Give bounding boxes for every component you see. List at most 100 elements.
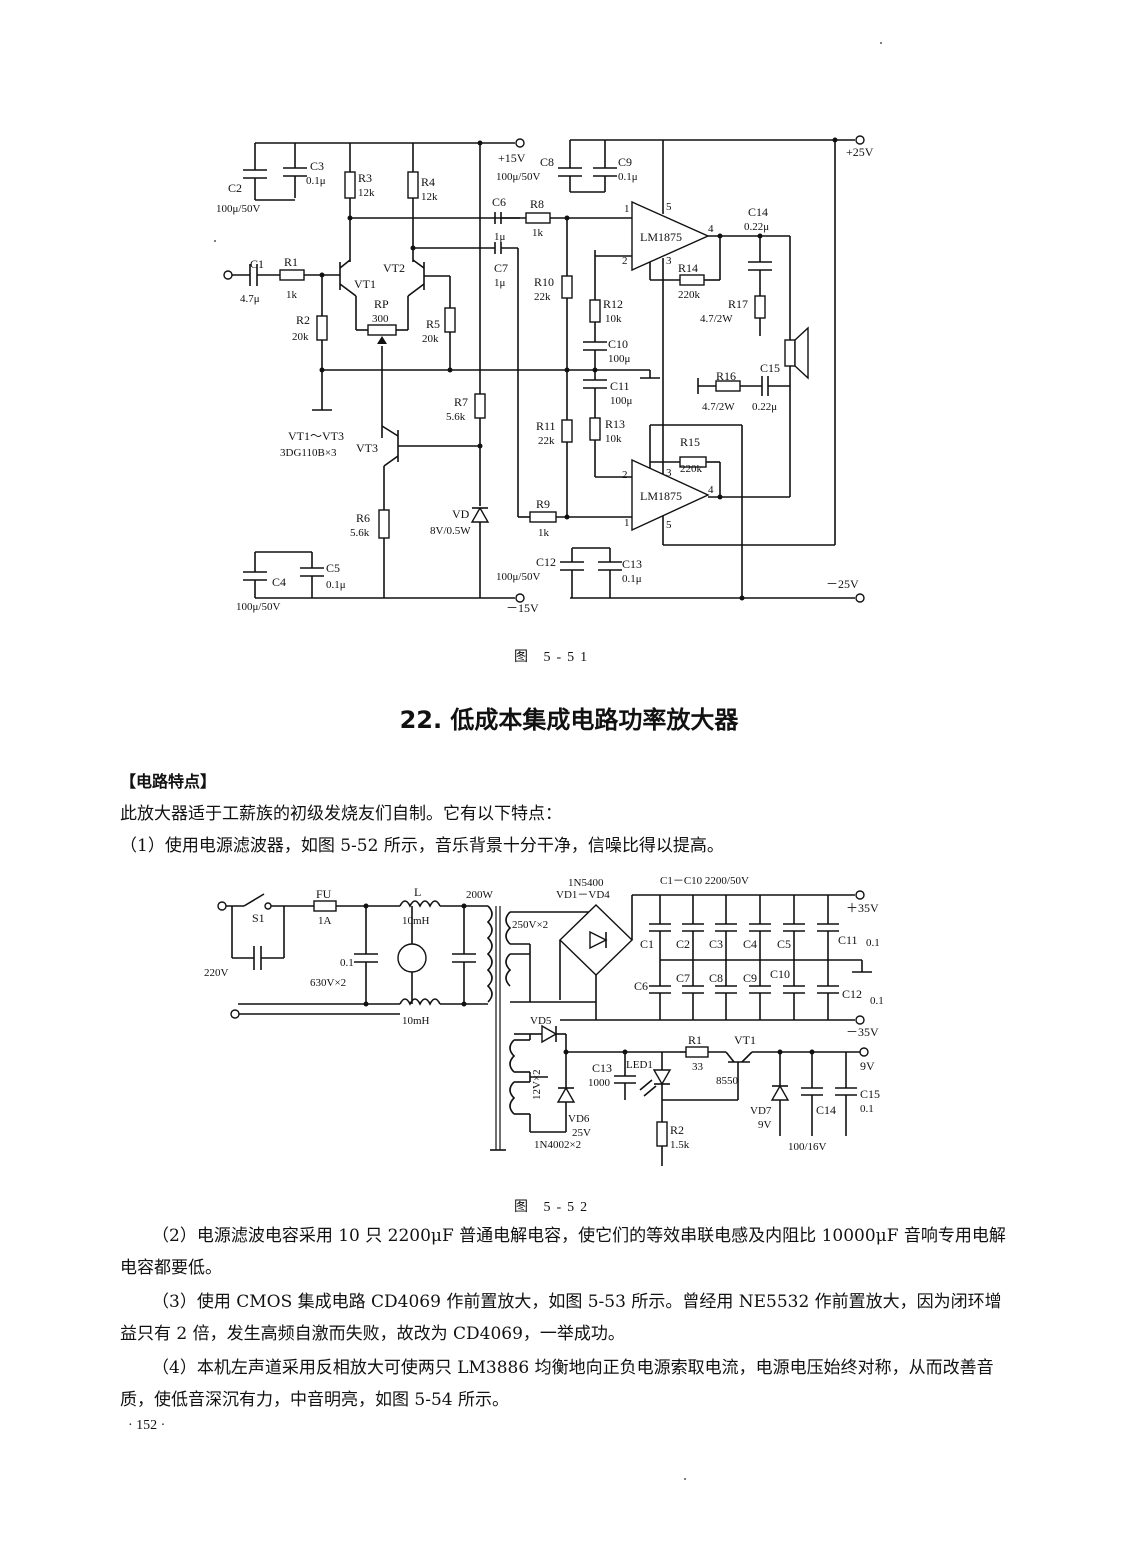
vd-label: VD	[452, 507, 470, 521]
plus-35v-label: ＋35V	[846, 901, 879, 915]
scan-speck	[684, 1478, 686, 1480]
pin-3-upper: 3	[666, 255, 672, 267]
cb-c12: C12	[842, 987, 862, 1001]
cb-c8: C8	[709, 971, 723, 985]
c14-value: 100/16V	[788, 1141, 827, 1153]
cb-c11-value: 0.1	[866, 937, 880, 949]
c15-label: C15	[860, 1087, 880, 1101]
r5-label: R5	[426, 317, 440, 331]
intro-paragraph: 此放大器适于工薪族的初级发烧友们自制。它有以下特点：	[120, 804, 562, 824]
coupling	[494, 212, 632, 523]
r1-value: 33	[692, 1061, 704, 1073]
r15-value: 220k	[680, 463, 703, 475]
r2-value: 1.5k	[670, 1139, 690, 1151]
r8-value: 1k	[532, 227, 544, 239]
c10-label: C10	[608, 337, 628, 351]
fu-label: FU	[316, 887, 332, 901]
figure-5-51-schematic: C1 4.7μ R1 1k C2 100μ/50V C3 0.1μ R3 12k…	[216, 135, 874, 615]
pin-5-upper: 5	[666, 201, 672, 213]
r7-label: R7	[454, 395, 468, 409]
mains-filter	[217, 893, 488, 1019]
c4-label: C4	[272, 575, 286, 589]
r8-label: R8	[530, 197, 544, 211]
vt2-label: VT2	[383, 261, 405, 275]
vd7-label: VD7	[750, 1105, 772, 1117]
r13-label: R13	[605, 417, 625, 431]
scan-speck	[214, 240, 216, 242]
cb-c3: C3	[709, 937, 723, 951]
lm1875-lower-label: LM1875	[640, 489, 682, 503]
r4-value: 12k	[421, 191, 438, 203]
cb-c12-value: 0.1	[870, 995, 884, 1007]
c15-label: C15	[760, 361, 780, 375]
v220-label: 220V	[204, 967, 229, 979]
c11-label: C11	[610, 379, 630, 393]
bridge-part-label: 1N5400	[568, 877, 604, 889]
c6-label: C6	[492, 195, 506, 209]
capacitor-bank	[649, 895, 872, 1020]
vd7-value: 9V	[758, 1119, 772, 1131]
feedback-network	[583, 250, 632, 478]
minus-15v-label: －15V	[506, 601, 539, 615]
r1-label: R1	[284, 255, 298, 269]
rp-label: RP	[374, 297, 389, 311]
low-voltage-supply	[514, 1024, 869, 1166]
zobel-network	[697, 376, 790, 396]
c8-label: C8	[540, 155, 554, 169]
v9-label: 9V	[860, 1059, 875, 1073]
s1-label: S1	[252, 911, 265, 925]
c13-value: 0.1μ	[622, 573, 642, 585]
cb-c7: C7	[676, 971, 690, 985]
bridge-rectifier	[558, 890, 865, 1025]
vt-note-1: VT1～VT3	[288, 429, 344, 443]
figure-5-51-caption: 图 5-51	[514, 650, 594, 665]
cb-c4: C4	[743, 937, 757, 951]
plus-15v-label: +15V	[498, 151, 526, 165]
w200-label: 200W	[466, 889, 494, 901]
r2-value: 20k	[292, 331, 309, 343]
c6-value: 1μ	[494, 231, 506, 243]
vd5-label: VD5	[530, 1015, 552, 1027]
pin-2-upper: 2	[622, 255, 628, 267]
r5-value: 20k	[422, 333, 439, 345]
input-stage	[223, 264, 340, 411]
c4-c5	[243, 551, 324, 598]
lm1875-lower	[631, 424, 835, 546]
v12-label: 12V×2	[531, 1069, 543, 1100]
r3-value: 12k	[358, 187, 375, 199]
c3-label: C3	[310, 159, 324, 173]
point-4-paragraph: （4）本机左声道采用反相放大可使两只 LM3886 均衡地向正负电源索取电流，电…	[120, 1358, 994, 1410]
c2-label: C2	[228, 181, 242, 195]
vd6-value: 25V	[572, 1127, 591, 1139]
cb-c1: C1	[640, 937, 654, 951]
diff-pair	[339, 259, 456, 438]
r9-value: 1k	[538, 527, 550, 539]
c01-label: 0.1	[340, 957, 354, 969]
c12-label: C12	[536, 555, 556, 569]
plus-25v-label: +25V	[846, 145, 874, 159]
point-1-paragraph: （1）使用电源滤波器，如图 5-52 所示，音乐背景十分干净，信噪比得以提高。	[120, 836, 724, 856]
l2-value: 10mH	[402, 1015, 430, 1027]
r2-label: R2	[670, 1123, 684, 1137]
figure-5-52-schematic: S1 220V FU 1A L 10mH 10mH 0.1 630V×2 200…	[204, 875, 884, 1166]
c12-value: 100μ/50V	[496, 571, 540, 583]
cb-c10: C10	[770, 967, 790, 981]
pin-3-lower: 3	[666, 467, 672, 479]
c2-value: 100μ/50V	[216, 203, 260, 215]
r16-label: R16	[716, 369, 736, 383]
c9-value: 0.1μ	[618, 171, 638, 183]
c10-value: 100μ	[608, 353, 631, 365]
vt1-value: 8550	[716, 1075, 739, 1087]
fu-value: 1A	[318, 915, 332, 927]
lm1875-upper	[631, 140, 809, 545]
r14-label: R14	[678, 261, 698, 275]
figure-5-52-caption: 图 5-52	[514, 1200, 594, 1215]
pin-4-lower: 4	[708, 484, 714, 496]
c4-value: 100μ/50V	[236, 601, 280, 613]
r2-label: R2	[296, 313, 310, 327]
point-3-paragraph: （3）使用 CMOS 集成电路 CD4069 作前置放大，如图 5-53 所示。…	[120, 1292, 1002, 1344]
cb-c6: C6	[634, 979, 648, 993]
scan-speck	[880, 42, 882, 44]
vd-value: 8V/0.5W	[430, 525, 471, 537]
